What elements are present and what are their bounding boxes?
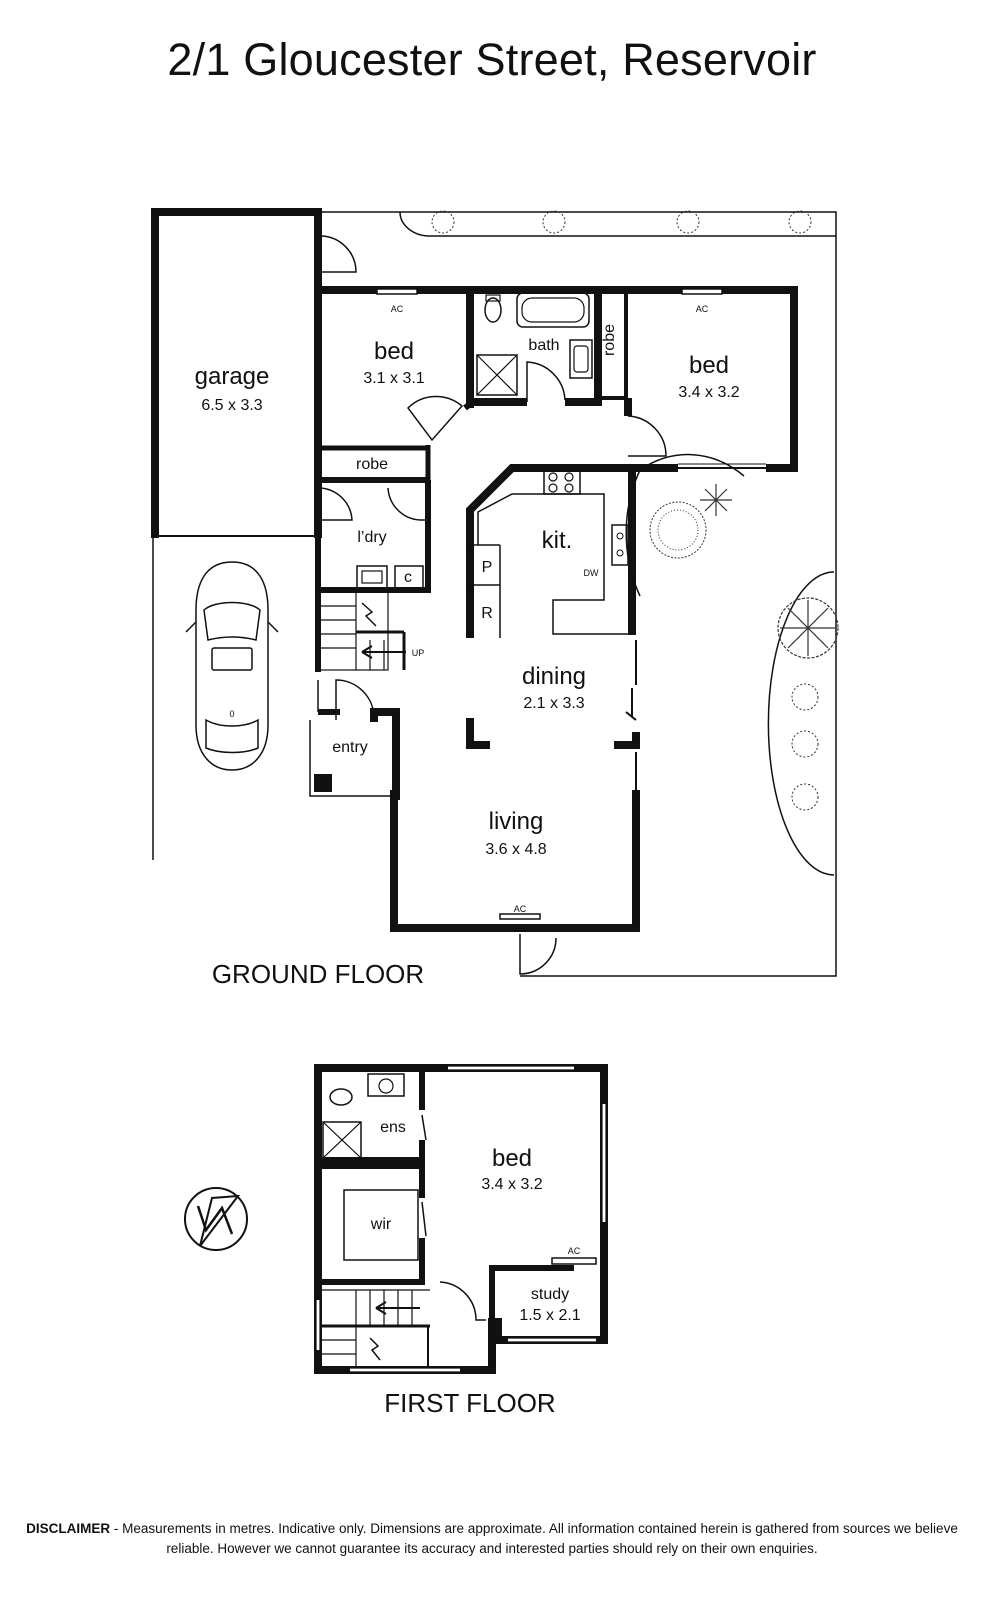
car-label: 0: [229, 709, 234, 719]
living-label: living: [489, 808, 544, 835]
bed1-dims: 3.1 x 3.1: [363, 370, 424, 387]
bed2-label: bed: [689, 352, 729, 379]
ens-shower: [322, 1121, 362, 1159]
wir-walls: [318, 1163, 425, 1198]
disclaimer: DISCLAIMER - Measurements in metres. Ind…: [20, 1519, 964, 1559]
garden-bed-right: [625, 469, 641, 597]
kitchen-label: kit.: [542, 527, 573, 554]
garage-dims: 6.5 x 3.3: [201, 397, 262, 414]
robe1-label: robe: [356, 456, 388, 473]
shower: [476, 354, 518, 396]
entry-door-swing: [335, 679, 375, 720]
first-bed-dims: 3.4 x 3.2: [481, 1176, 542, 1193]
c-label: c: [404, 569, 412, 586]
kitchen-bench: [477, 493, 632, 635]
study-label: study: [531, 1286, 569, 1303]
vanity: [569, 339, 593, 379]
pantry-label: P: [482, 559, 493, 576]
robe-right-label: robe: [601, 324, 618, 356]
laundry-label: l’dry: [357, 529, 386, 546]
dw-label: DW: [584, 568, 599, 578]
first-bed-label: bed: [492, 1145, 532, 1172]
garden-bed-north: [399, 211, 836, 237]
living-door-swing: [519, 934, 557, 975]
boundary-line: [320, 211, 837, 977]
garage-door-swing: [319, 235, 357, 273]
ground-floor: [151, 208, 837, 977]
ens-basin: [367, 1073, 405, 1097]
stairs-first: [322, 1289, 430, 1366]
stairs-up-label: UP: [412, 648, 425, 658]
first-door-swing: [439, 1281, 486, 1321]
north-compass-icon: [184, 1187, 248, 1251]
ground-floor-label: GROUND FLOOR: [212, 959, 424, 989]
laundry-tub: [356, 565, 388, 589]
garden-bed-east: [767, 571, 835, 876]
bed2-dims: 3.4 x 3.2: [678, 384, 739, 401]
cooktop: [543, 467, 581, 495]
kitchen-sink: [611, 524, 629, 566]
bed1-ac: AC: [391, 304, 404, 314]
toilet: [484, 297, 502, 323]
dining-dims: 2.1 x 3.3: [523, 695, 584, 712]
ens-toilet: [329, 1088, 353, 1106]
first-ac: AC: [568, 1246, 581, 1256]
first-floor-label: FIRST FLOOR: [384, 1388, 555, 1418]
bed2-ac: AC: [696, 304, 709, 314]
disclaimer-heading: DISCLAIMER: [26, 1521, 111, 1536]
stairs-ground: [319, 591, 406, 671]
laundry-door-swing: [318, 487, 353, 521]
bath-door-swing: [526, 361, 566, 402]
entry-post: [314, 774, 332, 792]
bath-label: bath: [528, 337, 559, 354]
page-title: 2/1 Gloucester Street, Reservoir: [167, 34, 817, 85]
car-icon: [185, 561, 279, 771]
garage-label: garage: [195, 363, 270, 390]
bed2-door-swing: [627, 415, 667, 457]
dining-label: dining: [522, 663, 586, 690]
disclaimer-text: - Measurements in metres. Indicative onl…: [110, 1521, 958, 1556]
ens-label: ens: [380, 1119, 406, 1136]
study-walls: [489, 1265, 574, 1340]
study-dims: 1.5 x 2.1: [519, 1307, 580, 1324]
entry-label: entry: [332, 739, 368, 756]
ground-floor-labels: garage 6.5 x 3.3 bed 3.1 x 3.1 AC bath r…: [195, 304, 740, 989]
first-floor-labels: ens bed 3.4 x 3.2 wir AC study 1.5 x 2.1…: [370, 1119, 581, 1418]
living-dims: 3.6 x 4.8: [485, 841, 546, 858]
bathtub: [516, 292, 590, 328]
bed1-door-swing: [407, 395, 464, 442]
fridge-label: R: [481, 605, 493, 622]
living-ac: AC: [514, 904, 527, 914]
wir-label: wir: [370, 1216, 392, 1233]
garden-shrubs: [431, 210, 839, 811]
bed1-label: bed: [374, 338, 414, 365]
first-floor: [314, 1064, 608, 1374]
